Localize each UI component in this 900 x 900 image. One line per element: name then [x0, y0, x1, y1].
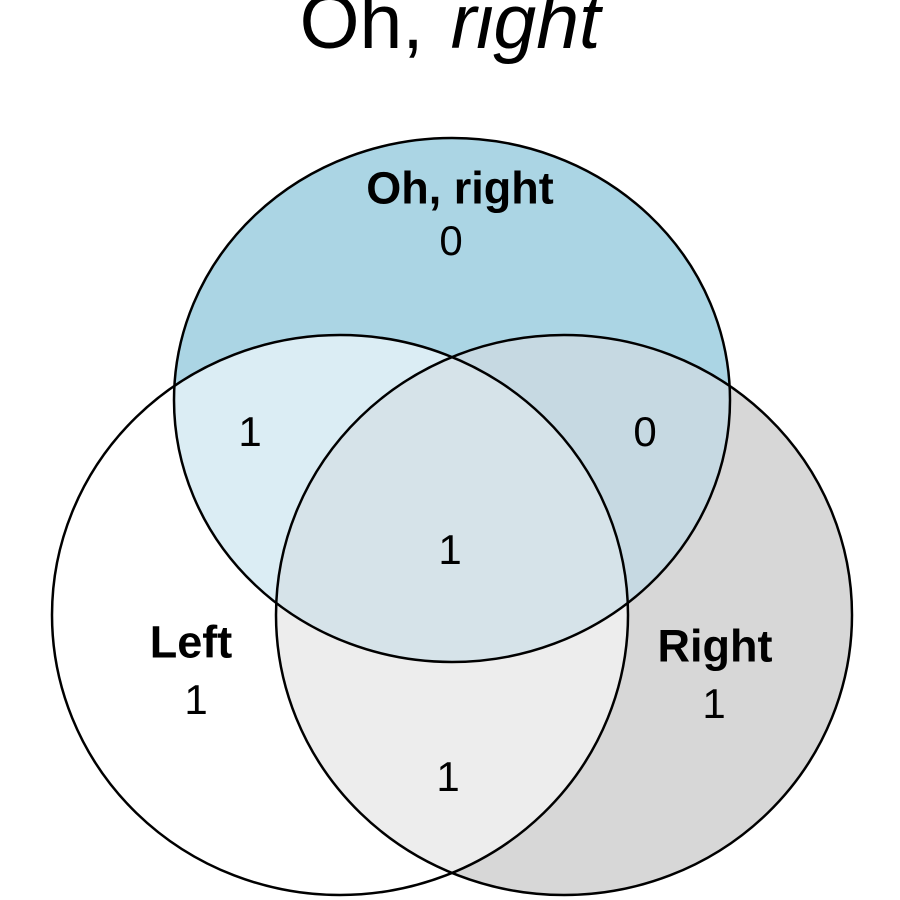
set-count-right: 1 — [702, 680, 726, 727]
plot-title-emphasis: right — [450, 0, 601, 65]
set-label-right: Right — [657, 620, 773, 672]
overlap-count-top-left: 1 — [238, 408, 262, 455]
set-count-top: 0 — [439, 217, 463, 264]
region-center-overlap — [276, 335, 628, 662]
overlap-count-center: 1 — [438, 526, 462, 573]
set-label-top: Oh, right — [366, 162, 554, 214]
circle-outline-left — [50, 333, 630, 897]
circle-outline-top — [172, 136, 732, 664]
overlap-count-top-right: 0 — [633, 408, 657, 455]
plot-title: Oh,right — [300, 0, 601, 61]
overlap-count-left-right: 1 — [436, 753, 460, 800]
set-count-left: 1 — [184, 676, 208, 723]
plot-title-prefix: Oh, — [299, 0, 424, 65]
circle-outline-right — [274, 333, 854, 897]
set-label-left: Left — [149, 616, 233, 668]
